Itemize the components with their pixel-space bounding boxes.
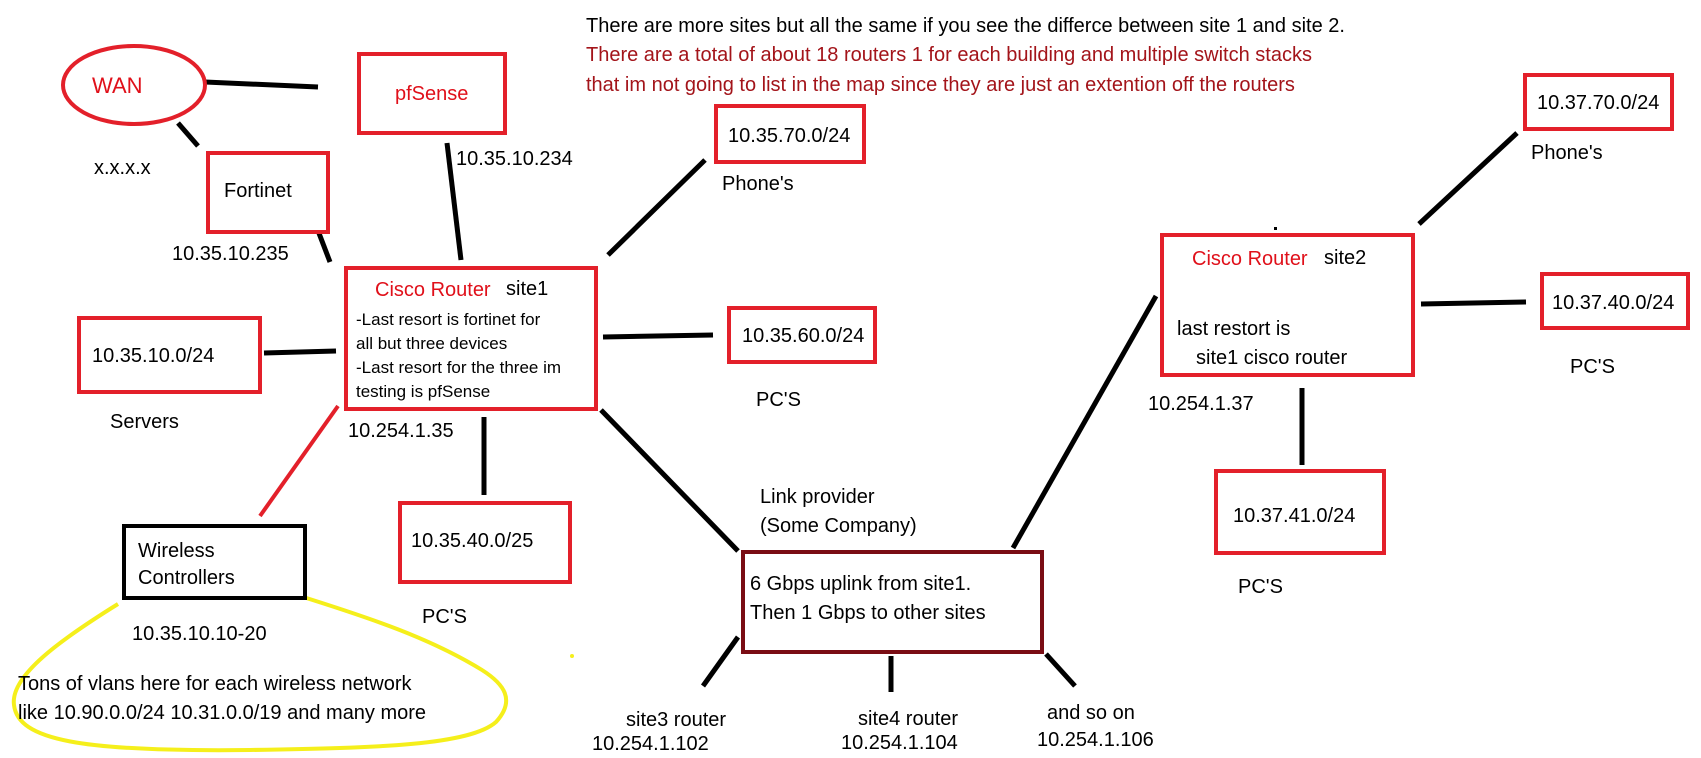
site2-pcs-label: PC'S — [1570, 356, 1615, 378]
wireless-ip: 10.35.10.10-20 — [132, 623, 267, 645]
provider-label-2: (Some Company) — [760, 515, 917, 537]
fortinet-node[interactable]: Fortinet — [206, 151, 330, 234]
provider-box-line-1: 6 Gbps uplink from site1. — [750, 573, 972, 595]
site1-desc-2: all but three devices — [356, 334, 508, 353]
site1-servers-net[interactable]: 10.35.10.0/24 — [77, 316, 262, 394]
site2-desc-1: last restort is — [1177, 318, 1291, 340]
link-router1-phones — [606, 158, 707, 257]
link-router2-pcs — [1420, 299, 1527, 307]
link-router1-servers — [263, 348, 337, 356]
link-wan-pfsense — [204, 79, 319, 90]
site1-pcs-cidr: 10.35.60.0/24 — [742, 325, 865, 347]
site1-servers-cidr: 10.35.10.0/24 — [92, 345, 215, 367]
link-pfsense-router1 — [444, 142, 464, 261]
site1-router-label: Cisco Router — [375, 279, 491, 301]
site1-pcs-net[interactable]: 10.35.60.0/24 — [727, 306, 877, 364]
site1-desc-4: testing is pfSense — [356, 382, 491, 401]
wireless-vlans-2: like 10.90.0.0/24 10.31.0.0/19 and many … — [18, 702, 427, 724]
site1-router-node[interactable]: Cisco Router site1 -Last resort is forti… — [344, 266, 598, 411]
router2-mark — [1274, 227, 1277, 230]
link-router2-phones — [1417, 131, 1519, 226]
site2-desc-2: site1 cisco router — [1196, 347, 1348, 369]
site2-router-node[interactable]: Cisco Router site2 last restort is site1… — [1160, 233, 1415, 377]
site1-router-ip: 10.254.1.35 — [348, 420, 454, 442]
site4-ip: 10.254.1.104 — [841, 732, 958, 754]
site2-router-label: Cisco Router — [1192, 248, 1308, 270]
site2-pcs2-label: PC'S — [1238, 576, 1283, 598]
provider-box-line-2: Then 1 Gbps to other sites — [750, 602, 986, 624]
site2-site-label: site2 — [1324, 247, 1367, 269]
wan-ip: x.x.x.x — [94, 157, 151, 179]
site1-pcs-label: PC'S — [756, 389, 801, 411]
site1-pcs2-net[interactable]: 10.35.40.0/25 — [398, 501, 572, 584]
pfsense-node[interactable]: pfSense — [357, 52, 507, 135]
site2-pcs2-cidr: 10.37.41.0/24 — [1233, 505, 1356, 527]
wireless-label-2: Controllers — [138, 567, 235, 589]
site1-desc-1: -Last resort is fortinet for — [356, 310, 541, 329]
site1-phones-net[interactable]: 10.35.70.0/24 — [714, 104, 866, 164]
yellow-dot — [570, 654, 574, 658]
wireless-label-1: Wireless — [138, 540, 215, 562]
link-router1-pcs — [602, 332, 714, 340]
site1-pcs2-cidr: 10.35.40.0/25 — [411, 530, 534, 552]
site4-label: site4 router — [858, 708, 959, 730]
site2-phones-label: Phone's — [1531, 142, 1603, 164]
more-sites-ip: 10.254.1.106 — [1037, 729, 1154, 751]
note-line-3: that im not going to list in the map sin… — [586, 74, 1295, 96]
site1-site-label: site1 — [506, 278, 549, 300]
site2-phones-cidr: 10.37.70.0/24 — [1537, 92, 1660, 114]
pfsense-ip: 10.35.10.234 — [456, 148, 573, 170]
provider-label-1: Link provider — [760, 486, 875, 508]
site3-label: site3 router — [626, 709, 727, 731]
wan-cloud — [61, 44, 207, 126]
site1-pcs2-label: PC'S — [422, 606, 467, 628]
note-line-2: There are a total of about 18 routers 1 … — [586, 44, 1312, 66]
provider-node[interactable]: 6 Gbps uplink from site1. Then 1 Gbps to… — [741, 550, 1044, 654]
site2-pcs-net[interactable]: 10.37.40.0/24 — [1540, 272, 1690, 330]
link-router1-provider — [599, 408, 740, 553]
site2-pcs-cidr: 10.37.40.0/24 — [1552, 292, 1675, 314]
link-provider-more — [1044, 652, 1077, 688]
fortinet-ip: 10.35.10.235 — [172, 243, 289, 265]
more-sites-label: and so on — [1047, 702, 1135, 724]
site2-pcs2-net[interactable]: 10.37.41.0/24 — [1214, 469, 1386, 555]
note-line-1: There are more sites but all the same if… — [586, 15, 1345, 37]
link-router1-wireless — [258, 404, 340, 518]
pfsense-label: pfSense — [395, 83, 469, 105]
fortinet-label: Fortinet — [224, 180, 292, 202]
wireless-vlan-highlight — [11, 594, 509, 753]
site2-phones-net[interactable]: 10.37.70.0/24 — [1523, 73, 1674, 131]
wireless-vlans-1: Tons of vlans here for each wireless net… — [18, 673, 412, 695]
site1-phones-label: Phone's — [722, 173, 794, 195]
link-provider-router2 — [1010, 294, 1159, 550]
site1-desc-3: -Last resort for the three im — [356, 358, 562, 377]
link-wan-fortinet — [176, 121, 200, 148]
wireless-controllers-node[interactable]: Wireless Controllers — [122, 524, 307, 600]
wan-label: WAN — [92, 73, 143, 98]
site1-servers-label: Servers — [110, 411, 179, 433]
site3-ip: 10.254.1.102 — [592, 733, 709, 755]
link-provider-site3 — [700, 635, 741, 688]
site1-phones-cidr: 10.35.70.0/24 — [728, 125, 851, 147]
site2-router-ip: 10.254.1.37 — [1148, 393, 1254, 415]
